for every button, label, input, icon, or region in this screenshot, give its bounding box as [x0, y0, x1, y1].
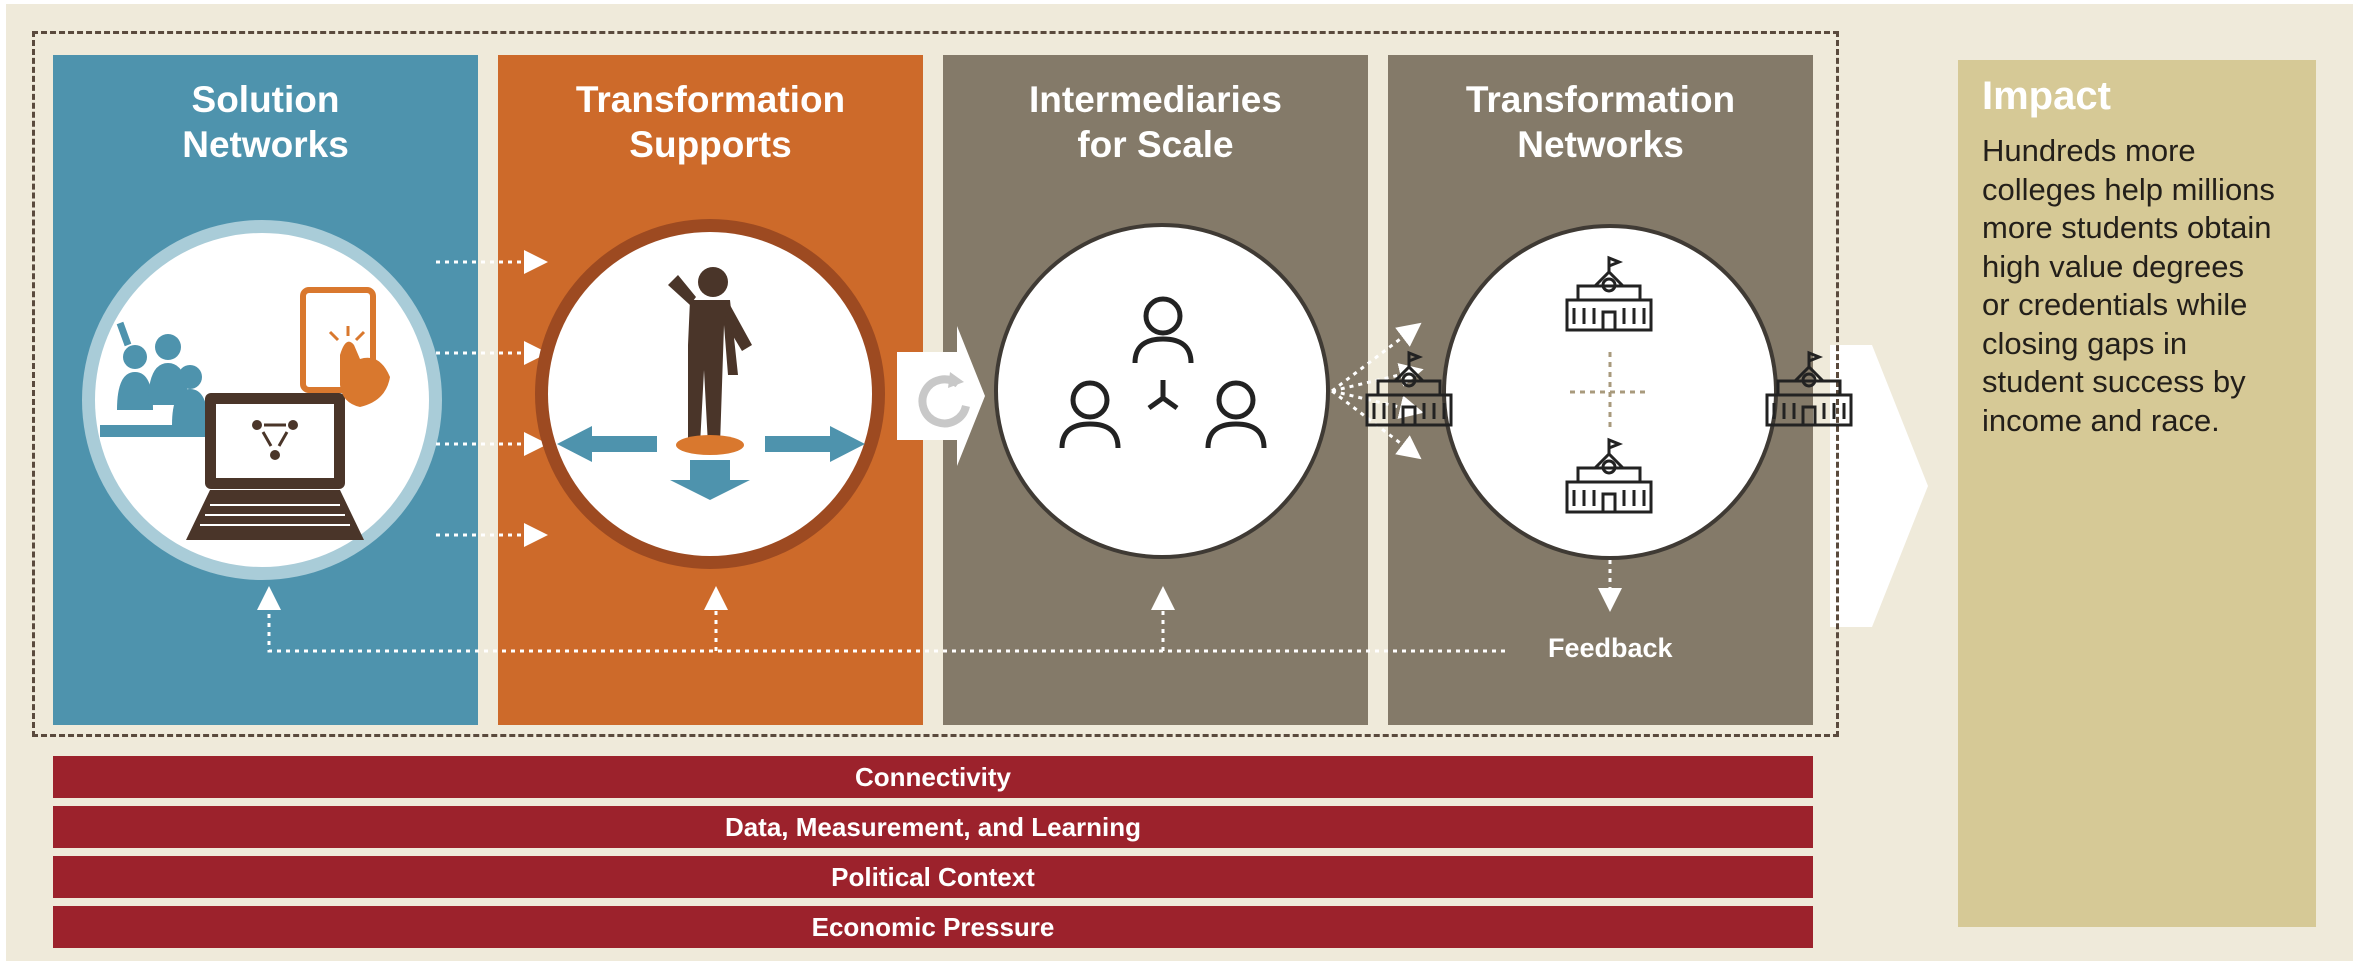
context-bar-economic: Economic Pressure: [53, 906, 1813, 948]
impact-description: Hundreds more colleges help millions mor…: [1982, 133, 2275, 438]
impact-title: Impact: [1982, 74, 2111, 118]
impact-box: Impact Hundreds more colleges help milli…: [1958, 60, 2316, 927]
feedback-loop-arrows: [257, 560, 1622, 653]
stage-title: Intermediaries for Scale: [1029, 79, 1282, 165]
scale-fan-arrows: [1331, 322, 1424, 460]
stage-title: Transformation Networks: [1465, 79, 1736, 165]
three-people-network-icon: [994, 223, 1330, 559]
stage-title: Transformation Supports: [575, 79, 846, 165]
solution-to-supports-arrows: [436, 250, 548, 547]
context-bar-political: Political Context: [53, 856, 1813, 898]
context-bar-data: Data, Measurement, and Learning: [53, 806, 1813, 848]
refresh-arrow-icon: [897, 326, 985, 466]
stage-title: Solution Networks: [182, 79, 349, 165]
four-colleges-icon: [1365, 224, 1853, 560]
feedback-label: Feedback: [1548, 633, 1673, 663]
classroom-laptop-tablet-icon: [82, 220, 442, 580]
thinking-person-arrows-icon: [535, 219, 885, 569]
transformation-system-frame: [32, 31, 1839, 737]
context-bar-connectivity: Connectivity: [53, 756, 1813, 798]
